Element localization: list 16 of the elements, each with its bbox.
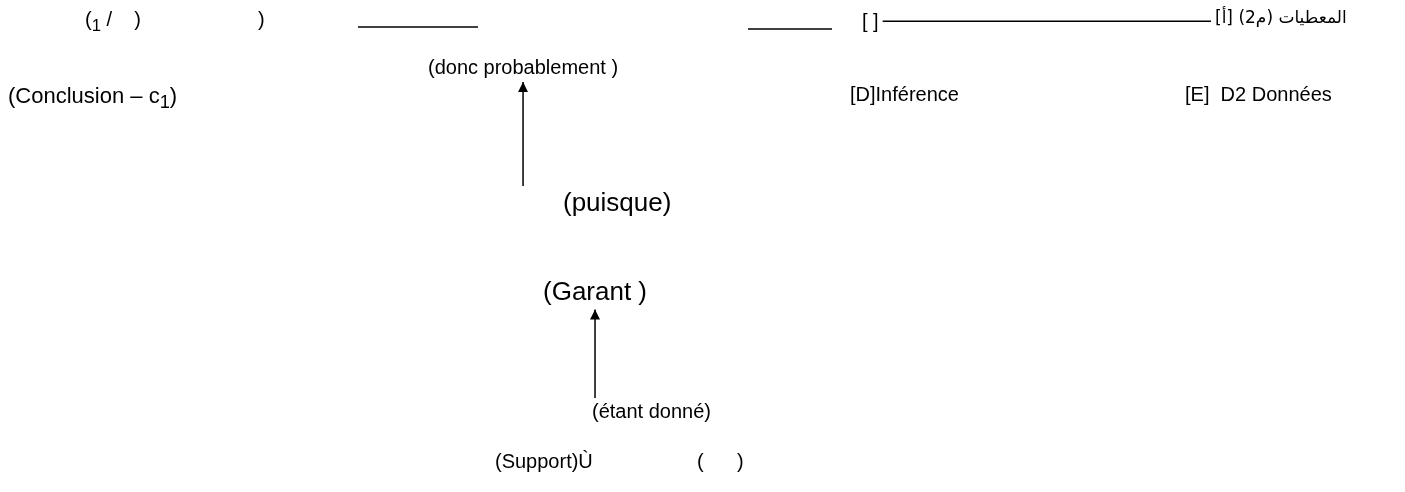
text-label: (puisque): [563, 188, 672, 217]
text-label: ( ): [697, 450, 744, 472]
arrow: [590, 308, 600, 399]
text-label: (donc probablement ): [428, 56, 619, 78]
text-label: (Conclusion – c$_{1}$): [8, 84, 178, 113]
text-label: [ ]: [862, 10, 879, 32]
text-label: (Support)Ù: [495, 450, 593, 472]
text-label: ($_{1}$ / ): [85, 8, 141, 36]
text-label: [D]Inférence: [850, 83, 959, 105]
text-label: المعطيات (م2) [أ]: [1215, 8, 1347, 27]
text-label: (Garant ): [543, 277, 648, 306]
arrow: [518, 81, 529, 187]
connector-line: [881, 20, 1212, 22]
text-label: [E] D2 Données: [1185, 83, 1332, 105]
text-label: ): [258, 8, 265, 30]
text-label: (étant donné): [592, 400, 711, 422]
